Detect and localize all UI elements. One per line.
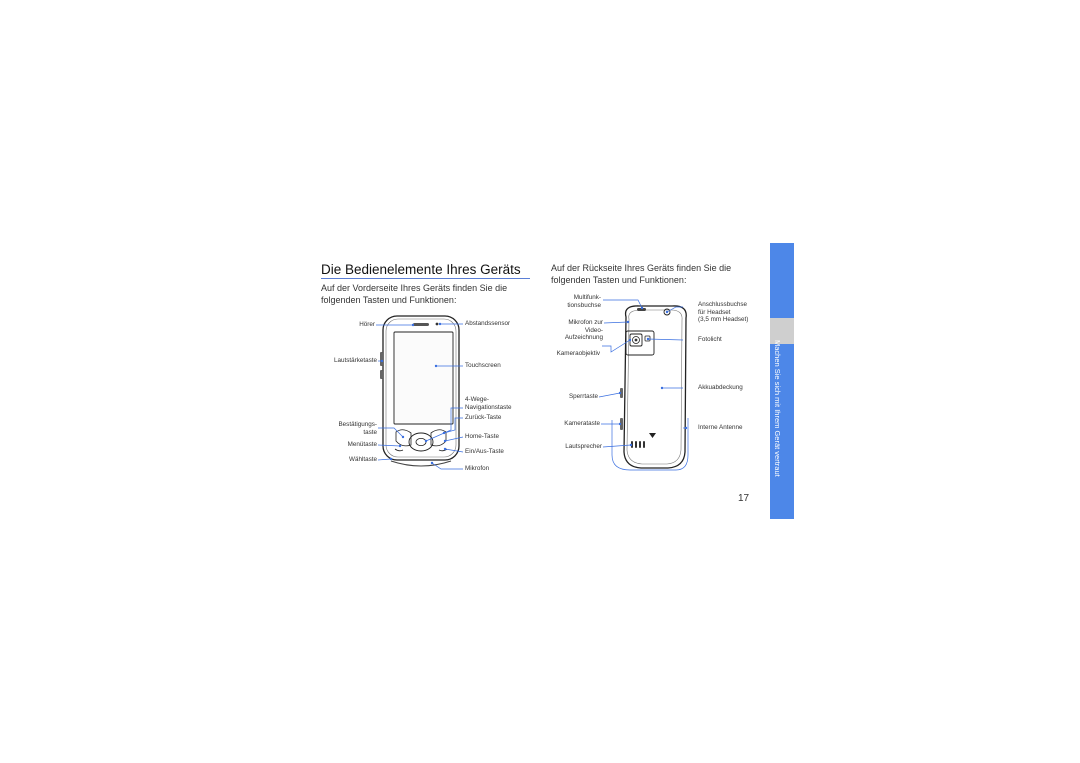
front-phone-illustration	[380, 315, 460, 467]
label-multifunktionsbuchse: Multifunk- tionsbuchse	[567, 294, 601, 309]
label-fotolicht: Fotolicht	[698, 336, 722, 343]
chapter-side-tab-text: Machen Sie sich mit Ihrem Gerät vertraut	[773, 340, 782, 477]
label-bestaetigungstaste-line2: taste	[363, 428, 377, 436]
back-intro-line2: folgenden Tasten und Funktionen:	[551, 274, 687, 285]
label-touchscreen: Touchscreen	[465, 362, 501, 369]
leader-dots	[380, 306, 688, 465]
label-anschlussbuchse-line3: (3,5 mm Headset)	[698, 316, 749, 323]
label-anschlussbuchse-line1: Anschlussbuchse	[698, 301, 748, 308]
label-kamerataste: Kamerataste	[564, 420, 600, 427]
page-number: 17	[738, 493, 750, 504]
label-multifunktionsbuchse-line1: Multifunk-	[573, 294, 601, 301]
label-multifunktionsbuchse-line2: tionsbuchse	[567, 301, 601, 309]
label-mikrofon-video-line2: Video-	[584, 326, 603, 334]
label-mikrofon-video-line1: Mikrofon zur	[568, 319, 603, 326]
leader-lines	[376, 299, 689, 471]
front-intro-line1: Auf der Vorderseite Ihres Geräts finden …	[321, 283, 508, 293]
label-lautstaerketaste: Lautstärketaste	[333, 357, 377, 364]
label-akkuabdeckung: Akkuabdeckung	[698, 384, 743, 391]
label-mikrofon-video-line3: Aufzeichnung	[564, 334, 603, 341]
back-phone-illustration	[620, 305, 687, 469]
label-navigationstaste: 4-Wege- Navigationstaste	[465, 396, 512, 411]
label-hoerer: Hörer	[359, 321, 375, 328]
label-bestaetigungstaste-line1: Bestätigungs-	[338, 421, 377, 428]
label-sperrtaste: Sperrtaste	[568, 393, 598, 400]
back-intro-line1: Auf der Rückseite Ihres Geräts finden Si…	[551, 263, 732, 273]
label-home-taste: Home-Taste	[465, 433, 499, 440]
label-kameraobjektiv: Kameraobjektiv	[556, 350, 600, 357]
front-intro: Auf der Vorderseite Ihres Geräts finden …	[321, 283, 536, 306]
label-abstandssensor: Abstandssensor	[465, 320, 511, 327]
label-bestaetigungstaste: Bestätigungs- taste	[338, 421, 377, 436]
label-ein-aus-taste: Ein/Aus-Taste	[465, 448, 504, 455]
label-anschlussbuchse-line2: für Headset	[698, 308, 731, 316]
label-navigationstaste-line2: Navigationstaste	[465, 403, 512, 411]
front-intro-line2: folgenden Tasten und Funktionen:	[321, 294, 457, 305]
label-zurueck-taste: Zurück-Taste	[465, 414, 502, 421]
title-underline	[321, 278, 530, 279]
label-mikrofon-video: Mikrofon zur Video- Aufzeichnung	[565, 319, 603, 342]
label-menuetaste: Menütaste	[347, 441, 377, 448]
label-mikrofon: Mikrofon	[465, 465, 490, 472]
label-waehltaste: Wähltaste	[349, 456, 377, 463]
label-interne-antenne: Interne Antenne	[698, 424, 743, 431]
chapter-side-tab	[770, 243, 794, 519]
label-navigationstaste-line1: 4-Wege-	[465, 396, 490, 403]
back-intro: Auf der Rückseite Ihres Geräts finden Si…	[551, 263, 766, 286]
section-title: Die Bedienelemente Ihres Geräts	[321, 262, 521, 277]
label-lautsprecher: Lautsprecher	[565, 443, 602, 450]
chapter-tab-marker	[770, 318, 794, 344]
label-anschlussbuchse: Anschlussbuchse für Headset (3,5 mm Head…	[698, 301, 748, 324]
